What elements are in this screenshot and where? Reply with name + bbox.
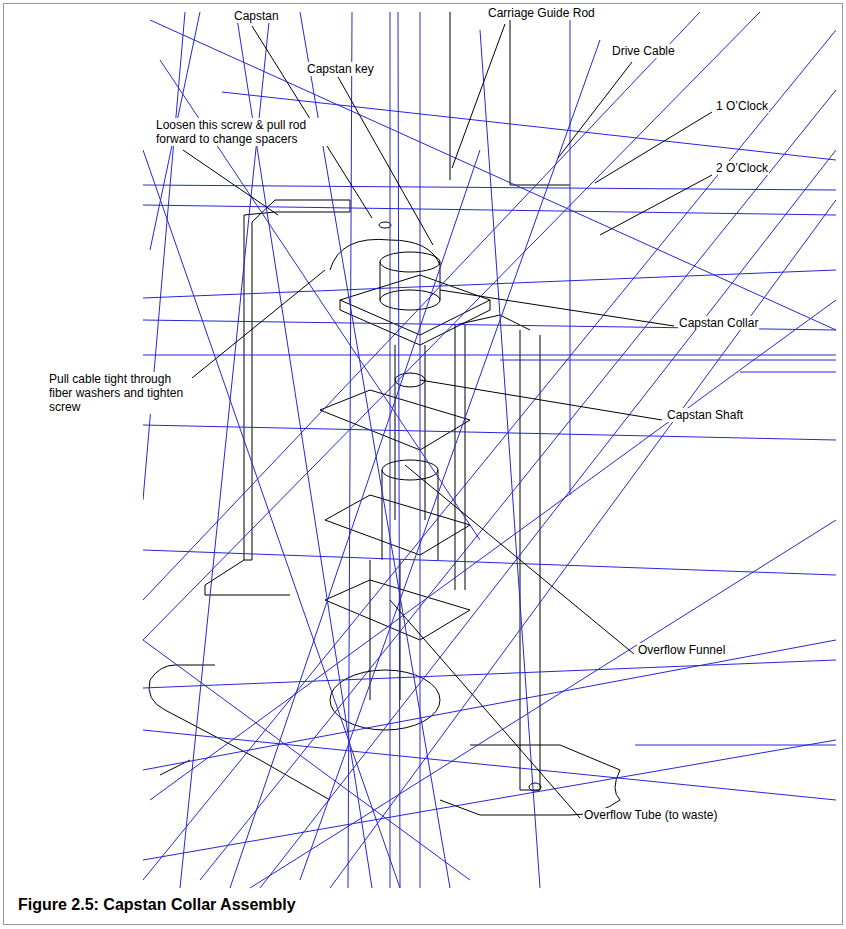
position-label: 1 O’Clock [715,99,769,113]
part-label: Overflow Tube (to waste) [583,808,718,822]
instruction-note: Loosen this screw & pull rod forward to … [155,118,339,146]
part-label: Drive Cable [611,44,676,58]
part-label: Capstan Shaft [666,408,744,422]
part-label: Overflow Funnel [637,643,726,657]
instruction-note: Pull cable tight through fiber washers a… [48,372,190,414]
figure-caption: Figure 2.5: Capstan Collar Assembly [18,896,296,914]
position-label: 2 O’Clock [715,161,769,175]
part-label: Capstan Collar [678,316,759,330]
part-label: Capstan [233,9,280,23]
part-label: Carriage Guide Rod [487,6,596,20]
part-label: Capstan key [306,62,375,76]
